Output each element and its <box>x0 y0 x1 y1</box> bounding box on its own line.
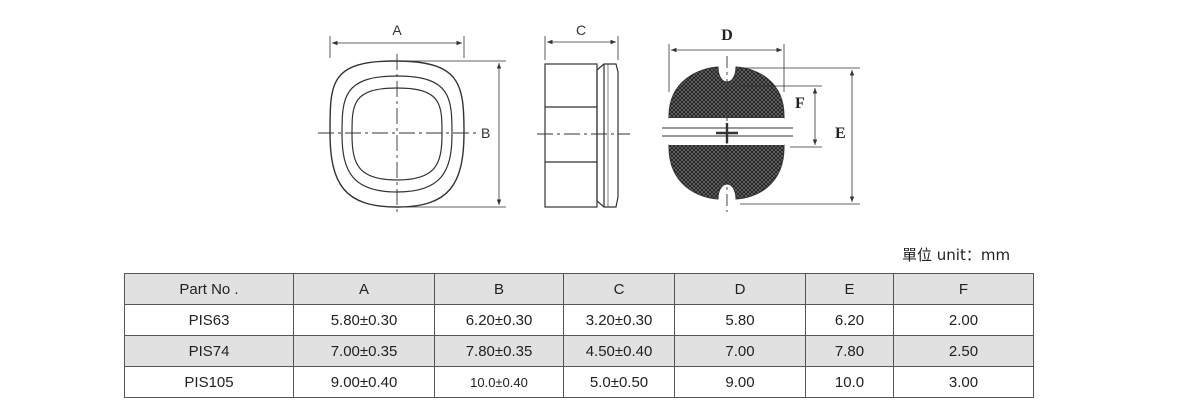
header-b: B <box>434 273 564 305</box>
bottom-view-pad-lower <box>668 144 785 200</box>
cell-e: 7.80 <box>805 335 894 367</box>
cell-e: 10.0 <box>805 366 894 398</box>
cell-e: 6.20 <box>805 304 894 336</box>
header-c: C <box>563 273 675 305</box>
cell-d: 7.00 <box>674 335 806 367</box>
cell-c: 3.20±0.30 <box>563 304 675 336</box>
cell-f: 2.50 <box>893 335 1034 367</box>
cell-b: 6.20±0.30 <box>434 304 564 336</box>
table-header-row: Part No . A B C D E F <box>124 273 1034 305</box>
cell-f: 2.00 <box>893 304 1034 336</box>
label-c: C <box>576 22 586 38</box>
cell-b: 10.0±0.40 <box>434 366 564 398</box>
table-row: PIS74 7.00±0.35 7.80±0.35 4.50±0.40 7.00… <box>124 335 1034 367</box>
spec-table: Part No . A B C D E F PIS63 5.80±0.30 6.… <box>124 273 1034 398</box>
header-e: E <box>805 273 894 305</box>
cell-c: 5.0±0.50 <box>563 366 675 398</box>
unit-note: 單位 unit：mm <box>902 246 1011 264</box>
cell-a: 9.00±0.40 <box>293 366 435 398</box>
cell-part-no: PIS74 <box>124 335 294 367</box>
header-d: D <box>674 273 806 305</box>
side-view-flange <box>596 63 619 208</box>
dimension-drawing: A B C <box>318 22 860 214</box>
label-d: D <box>721 27 733 44</box>
side-view-body <box>544 63 598 208</box>
cell-part-no: PIS63 <box>124 304 294 336</box>
cell-part-no: PIS105 <box>124 366 294 398</box>
label-e: E <box>835 125 846 142</box>
bottom-view <box>662 44 860 212</box>
header-part-no: Part No . <box>124 273 294 305</box>
label-f: F <box>795 95 805 112</box>
cell-d: 5.80 <box>674 304 806 336</box>
side-view <box>537 36 630 208</box>
cell-d: 9.00 <box>674 366 806 398</box>
header-a: A <box>293 273 435 305</box>
cell-a: 5.80±0.30 <box>293 304 435 336</box>
cell-f: 3.00 <box>893 366 1034 398</box>
table-row: PIS63 5.80±0.30 6.20±0.30 3.20±0.30 5.80… <box>124 304 1034 336</box>
table-row: PIS105 9.00±0.40 10.0±0.40 5.0±0.50 9.00… <box>124 366 1034 398</box>
top-view-outline <box>329 60 465 208</box>
cell-c: 4.50±0.40 <box>563 335 675 367</box>
label-b: B <box>481 125 490 141</box>
top-view-core <box>351 87 443 181</box>
cell-a: 7.00±0.35 <box>293 335 435 367</box>
top-view <box>318 36 506 214</box>
bottom-view-pad-upper <box>668 66 785 119</box>
label-a: A <box>392 22 402 38</box>
cell-b: 7.80±0.35 <box>434 335 564 367</box>
header-f: F <box>893 273 1034 305</box>
